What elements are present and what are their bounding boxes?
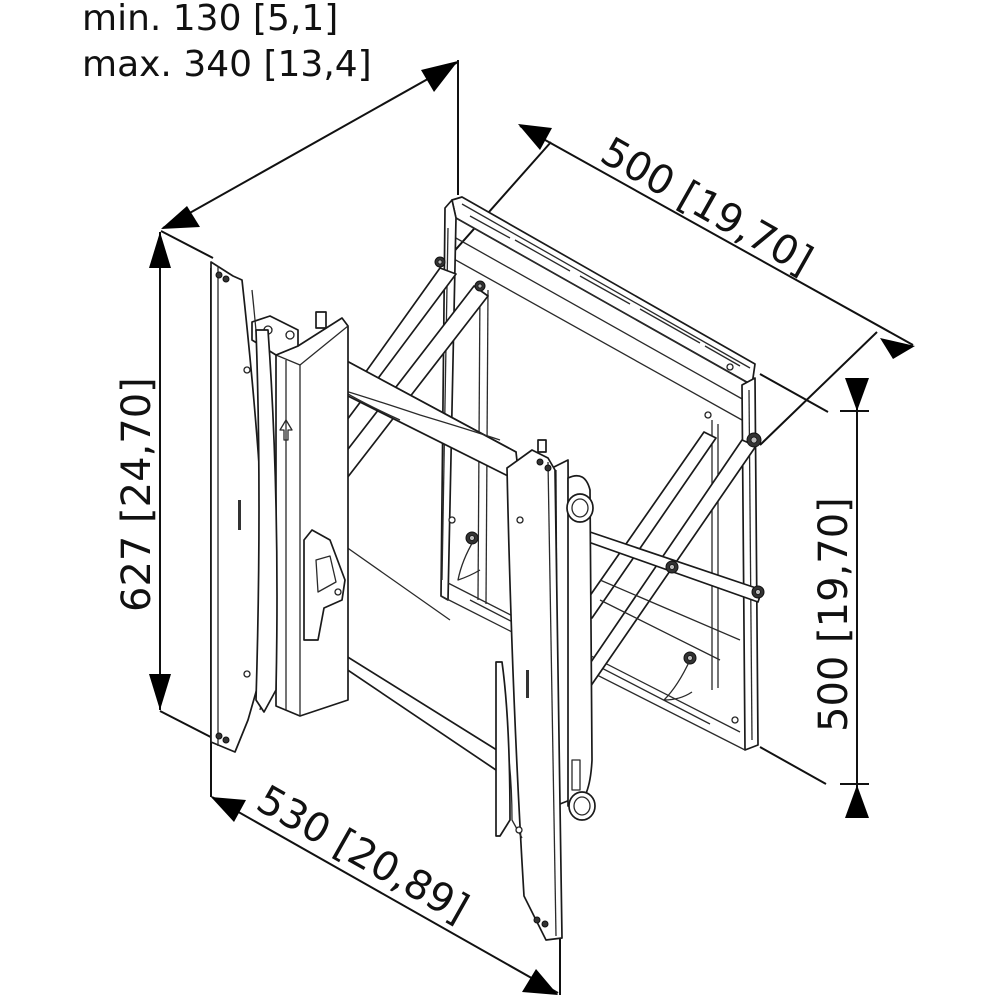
right-height-dimension: 500 [19,70] [759, 373, 869, 818]
top-width-extension-line-right [759, 331, 878, 446]
arrow-head-icon [211, 797, 246, 822]
front-left-column [251, 311, 349, 717]
front-right-column-side [567, 474, 593, 807]
arrow-head-icon [518, 124, 552, 150]
depth-extension-line-left [160, 230, 214, 259]
depth-dimension-line [160, 60, 459, 259]
safety-cable-right [663, 659, 693, 701]
safety-cables [457, 539, 693, 701]
safety-cable-left [457, 539, 481, 581]
depth-dimension-arrow-line [162, 61, 459, 229]
tube-end-lower [568, 791, 596, 821]
bottom-width-label: 530 [20,89] [249, 777, 476, 933]
left-tv-bracket-rail [255, 329, 278, 713]
left-height-dimension: 627 [24,70] [114, 232, 237, 751]
arrow-head-icon [161, 206, 200, 229]
lock-lever [303, 529, 346, 641]
bottom-width-dimension-line [211, 796, 559, 994]
bracket-slot [238, 500, 241, 530]
top-width-dimension-line [519, 125, 914, 346]
right-height-extension-line-bottom [759, 746, 827, 785]
depth-dimension-label: min. 130 [5,1] max. 340 [13,4] [82, 0, 372, 85]
adjust-screw-icon [537, 439, 547, 453]
arrow-head-icon [522, 969, 558, 995]
depth-min-label: min. 130 [5,1] [82, 0, 338, 39]
right-tv-bracket-plate [506, 449, 563, 941]
right-height-extension-line-top [759, 373, 829, 413]
front-left-column-body [275, 317, 349, 717]
wall-plate-left-upright [440, 199, 457, 601]
arrow-head-icon [149, 232, 171, 268]
left-tv-bracket [210, 261, 278, 753]
up-arrow-icon [279, 419, 293, 441]
arrow-head-icon [845, 378, 869, 411]
left-height-label: 627 [24,70] [114, 377, 160, 612]
top-width-label: 500 [19,70] [593, 129, 820, 285]
top-width-dimension: 500 [19,70] [441, 124, 915, 446]
adjust-screw-icon [315, 311, 327, 329]
arrow-head-icon [421, 61, 458, 92]
tube-end-upper [566, 493, 594, 523]
right-tv-bracket [495, 439, 563, 941]
depth-max-label: max. 340 [13,4] [82, 44, 372, 85]
right-height-label: 500 [19,70] [811, 497, 857, 732]
arrow-head-icon [880, 338, 915, 359]
arrow-head-icon [845, 785, 869, 818]
top-width-extension-line-left [441, 141, 552, 266]
arrow-head-icon [149, 674, 171, 710]
right-tv-bracket-hook [495, 661, 511, 837]
bracket-slot [526, 670, 529, 698]
